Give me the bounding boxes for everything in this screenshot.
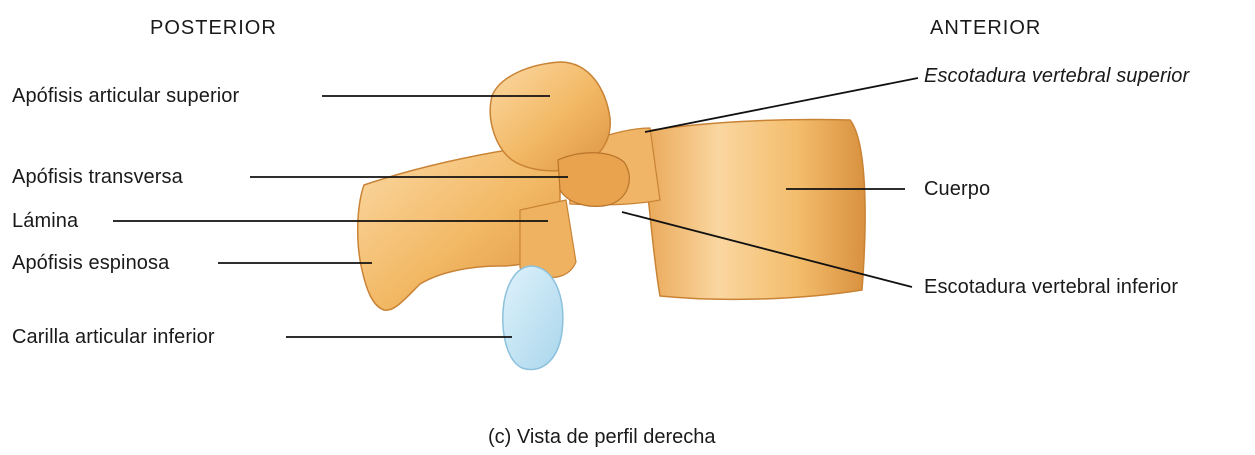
figure-caption: (c) Vista de perfil derecha (488, 425, 716, 449)
inferior-articular-facet-shape (503, 266, 563, 370)
label-escotadura-vertebral-inferior: Escotadura vertebral inferior (924, 275, 1178, 299)
vertebral-body-shape (640, 120, 865, 300)
label-apofisis-espinosa: Apófisis espinosa (12, 251, 169, 275)
label-apofisis-articular-superior: Apófisis articular superior (12, 84, 239, 108)
label-cuerpo: Cuerpo (924, 177, 990, 201)
transverse-process-shape (558, 153, 629, 207)
label-lamina: Lámina (12, 209, 78, 233)
label-escotadura-vertebral-superior: Escotadura vertebral superior (924, 64, 1189, 88)
header-posterior: POSTERIOR (150, 16, 277, 40)
header-anterior: ANTERIOR (930, 16, 1041, 40)
label-carilla-articular-inferior: Carilla articular inferior (12, 325, 215, 349)
label-apofisis-transversa: Apófisis transversa (12, 165, 183, 189)
